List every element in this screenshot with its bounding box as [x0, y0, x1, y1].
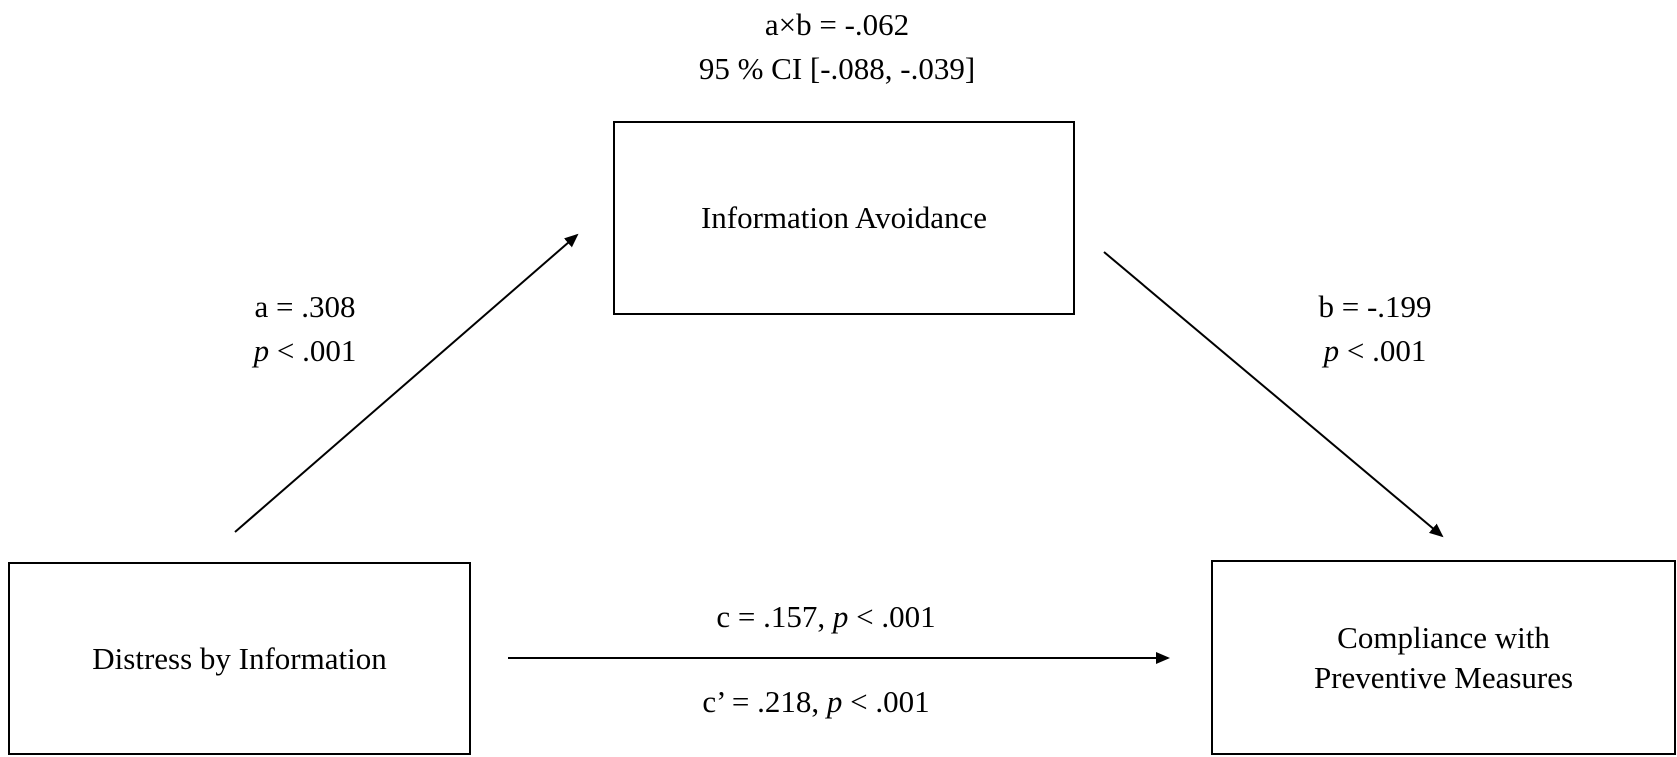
- outcome-label: Compliance with Preventive Measures: [1313, 619, 1574, 695]
- path-a-p-value: p < .001: [254, 330, 357, 372]
- path-a-p-symbol: p: [253, 333, 270, 368]
- predictor-node: Distress by Information: [8, 562, 471, 755]
- path-a-p-text: < .001: [269, 333, 357, 368]
- path-c-prime-coefficient: c’ = .218,: [702, 684, 827, 719]
- path-a-coefficient: a = .308: [254, 289, 356, 324]
- mediator-node: Information Avoidance: [613, 121, 1075, 315]
- indirect-effect-ci: 95 % CI [-.088, -.039]: [698, 51, 976, 86]
- path-b-p-text: < .001: [1339, 333, 1427, 368]
- path-b-p-symbol: p: [1323, 333, 1340, 368]
- path-b-arrow: [1103, 251, 1444, 538]
- path-c-prime-p-symbol: p: [826, 684, 843, 719]
- path-c-p-symbol: p: [832, 599, 849, 634]
- predictor-label: Distress by Information: [92, 640, 387, 676]
- path-b-p-value: p < .001: [1324, 330, 1427, 372]
- outcome-node: Compliance with Preventive Measures: [1211, 560, 1676, 755]
- path-b-coefficient: b = -.199: [1318, 289, 1432, 324]
- mediator-label: Information Avoidance: [700, 200, 988, 235]
- path-c-coefficient: c = .157,: [716, 599, 833, 634]
- path-c-label: c = .157, p < .001: [716, 596, 935, 638]
- path-a-arrow: [234, 233, 579, 533]
- path-c-p-text: < .001: [848, 599, 936, 634]
- indirect-effect-label: a×b = -.062: [764, 7, 910, 42]
- path-c-prime-label: c’ = .218, p < .001: [702, 681, 929, 723]
- path-c-prime-p-text: < .001: [842, 684, 930, 719]
